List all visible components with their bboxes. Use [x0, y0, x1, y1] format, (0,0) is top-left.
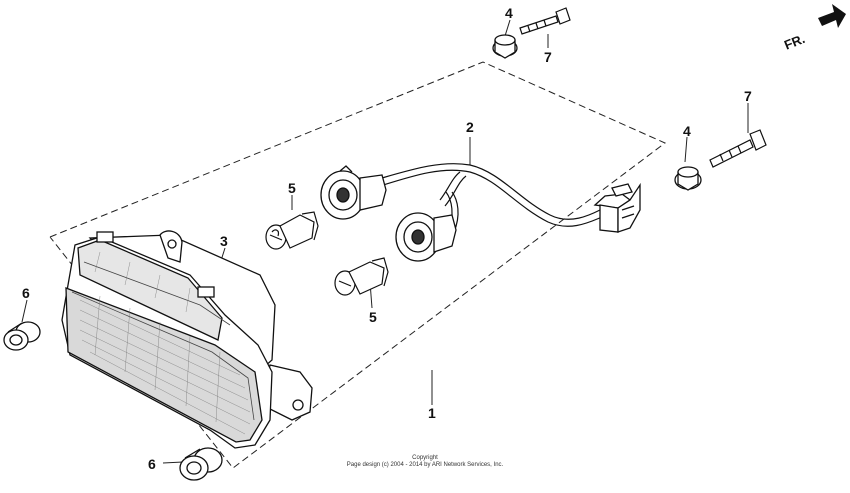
callout-numbers: 1 2 3 4 4 5 5 6 6 7 7 — [22, 5, 752, 472]
callout-4-top: 4 — [505, 5, 513, 21]
assembly-outline — [49, 61, 666, 469]
callout-5-upper: 5 — [288, 180, 296, 196]
callout-4-right: 4 — [683, 123, 691, 139]
collar-nut-right — [674, 166, 702, 191]
callout-6-bottom: 6 — [148, 456, 156, 472]
copyright-line-2: Page design (c) 2004 - 2014 by ARI Netwo… — [346, 462, 504, 468]
callout-6-left: 6 — [22, 285, 30, 301]
harness-connector — [593, 182, 641, 233]
callout-3: 3 — [220, 233, 228, 249]
bolt-right — [709, 129, 767, 168]
callout-7-top: 7 — [544, 49, 552, 65]
callout-2: 2 — [466, 119, 474, 135]
grommet-bottom — [179, 447, 223, 481]
grommet-left — [3, 321, 41, 351]
front-direction-indicator: FR. — [782, 4, 846, 53]
callout-1: 1 — [428, 405, 436, 421]
bulb-socket-upper — [320, 165, 387, 220]
collar-nut-top — [492, 34, 518, 59]
bulb-lower — [334, 257, 389, 296]
lens-texture — [79, 251, 251, 435]
bulb-upper — [265, 211, 319, 250]
callout-7-right: 7 — [744, 88, 752, 104]
copyright-line-1: Copyright — [412, 455, 438, 461]
bolt-top — [519, 7, 571, 35]
callout-5-lower: 5 — [369, 309, 377, 325]
bulb-socket-lower — [395, 212, 457, 262]
front-direction-label: FR. — [782, 31, 807, 53]
